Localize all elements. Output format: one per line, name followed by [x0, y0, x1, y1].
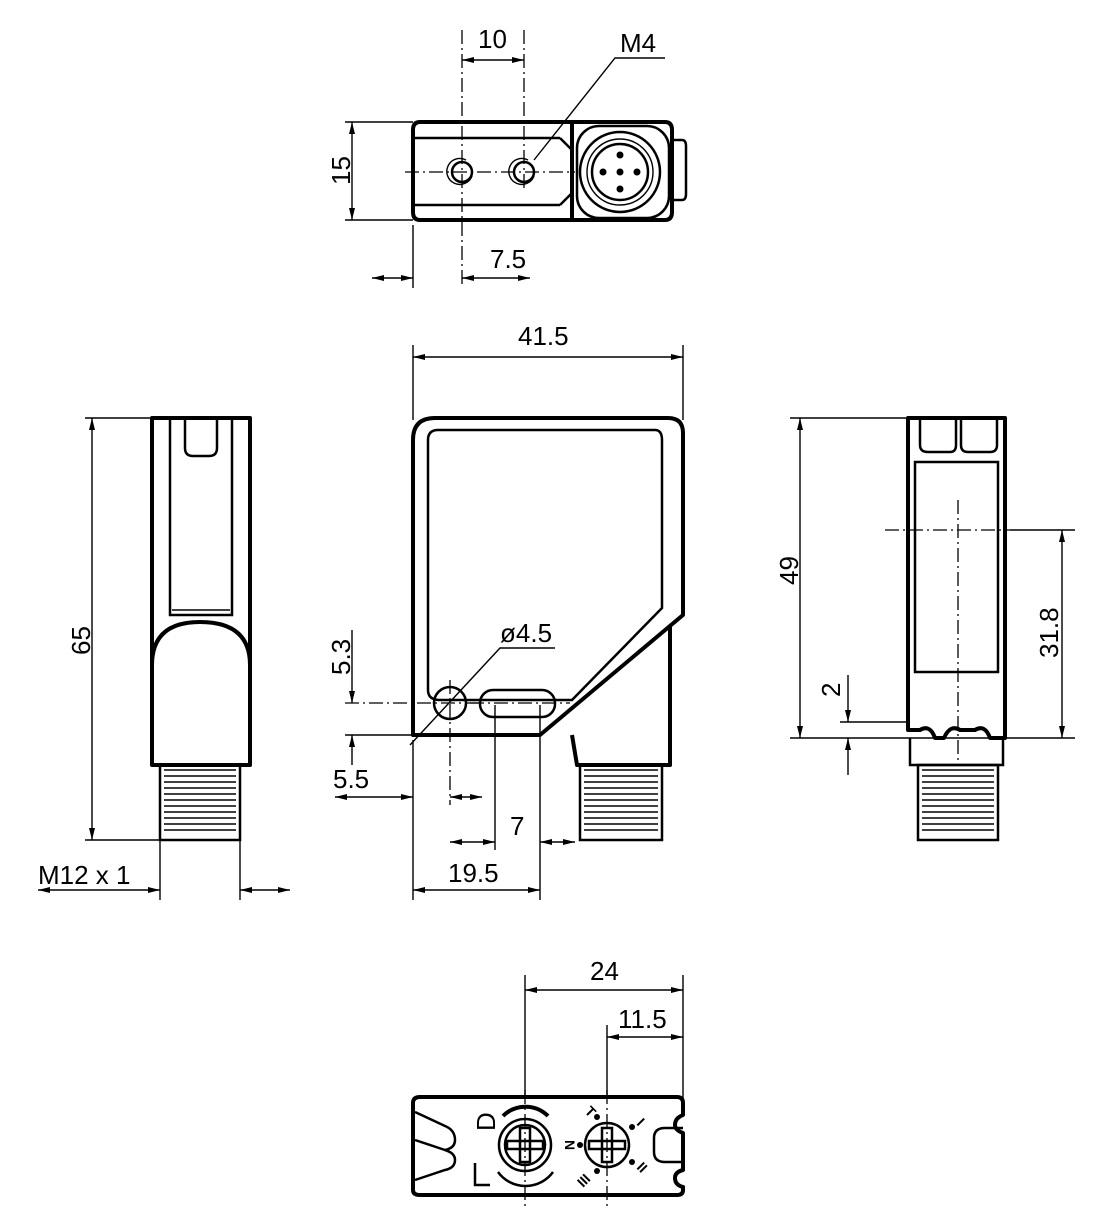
switch-label-ii: II: [634, 1159, 651, 1176]
bottom-view: D L T I II III N: [411, 1090, 685, 1210]
label-d: D: [471, 1112, 501, 1131]
dim-base: 2: [816, 683, 846, 697]
connector-label: M12 x 1: [38, 860, 131, 890]
dim-width-41-5: 41.5: [518, 321, 569, 351]
front-thread: [578, 763, 664, 842]
front-view-dimensions: 41.5 5.3 ø4.5 5.5 7 19.5: [326, 321, 684, 900]
dim-slot-x: 19.5: [448, 858, 499, 888]
dim-height-15: 15: [326, 156, 356, 185]
switch-label-i: I: [634, 1115, 648, 1129]
dim-body-height: 49: [774, 556, 804, 585]
right-view-dimensions: 49 31.8 2: [774, 417, 1075, 775]
front-view: [345, 416, 685, 842]
dim-hole-spacing: 10: [478, 24, 507, 54]
dim-pot1: 24: [590, 956, 619, 986]
dim-hole-diameter: ø4.5: [500, 618, 552, 648]
switch-label-n: N: [562, 1140, 578, 1150]
dim-slot-width: 7: [510, 811, 524, 841]
dim-pot2: 11.5: [618, 1004, 667, 1034]
dim-total-height: 65: [66, 626, 96, 655]
right-side-view: [885, 416, 1010, 842]
switch-label-iii: III: [574, 1171, 594, 1191]
top-view-dimensions: 10 M4 15 7.5: [326, 24, 665, 288]
dim-optical-axis: 31.8: [1034, 607, 1064, 658]
dim-hole-offset: 7.5: [490, 244, 526, 274]
thread-label-m4: M4: [620, 28, 656, 58]
top-view: [405, 30, 688, 288]
dim-hole-x: 5.5: [333, 764, 369, 794]
left-side-view: [150, 416, 252, 842]
dim-hole-height: 5.3: [326, 639, 356, 675]
left-view-dimensions: 65 M12 x 1: [38, 417, 290, 900]
bottom-view-dimensions: 24 11.5: [524, 956, 684, 1115]
